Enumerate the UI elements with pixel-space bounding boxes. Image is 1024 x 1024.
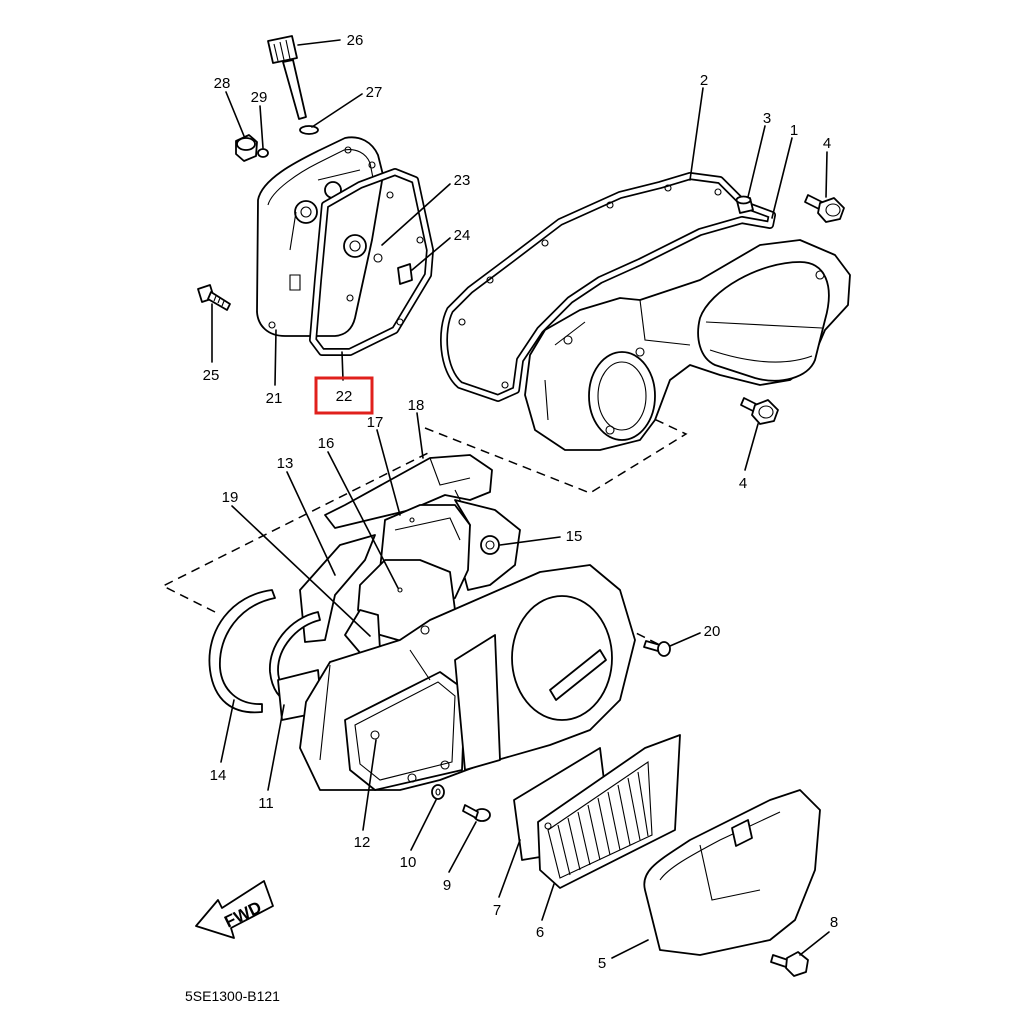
callout-14: 14 bbox=[210, 767, 227, 784]
part-10-washer bbox=[431, 784, 445, 800]
callout-25: 25 bbox=[203, 367, 220, 384]
leader-26 bbox=[297, 39, 341, 46]
leader-14 bbox=[220, 699, 235, 763]
alignment-dashed-line-lower bbox=[161, 451, 431, 613]
leader-9 bbox=[448, 821, 477, 873]
leader-16 bbox=[327, 451, 399, 589]
drawing-code: 5SE1300-B121 bbox=[185, 988, 280, 1004]
part-29-washer bbox=[257, 148, 269, 158]
callout-29: 29 bbox=[251, 89, 268, 106]
leader-11 bbox=[267, 704, 285, 791]
leader-22 bbox=[341, 351, 344, 381]
callout-3: 3 bbox=[763, 110, 771, 127]
alignment-dashed-line-upper bbox=[424, 417, 688, 494]
callout-28: 28 bbox=[214, 75, 231, 92]
part-20-screw bbox=[643, 640, 671, 657]
part-4-bolt-top bbox=[804, 194, 845, 223]
forward-direction-arrow: FWD bbox=[195, 880, 274, 939]
part-14-seal-ring bbox=[208, 589, 276, 714]
leader-1 bbox=[771, 137, 793, 219]
leader-18 bbox=[416, 412, 424, 459]
callout-13: 13 bbox=[277, 455, 294, 472]
callout-15: 15 bbox=[566, 528, 583, 545]
callout-labels: 26 27 28 29 23 24 25 21 22 2 3 1 4 4 18 … bbox=[203, 32, 839, 972]
callout-24: 24 bbox=[454, 227, 471, 244]
part-26-dipstick bbox=[267, 35, 307, 120]
part-8-screw bbox=[770, 951, 809, 977]
part-9-screw bbox=[462, 804, 491, 822]
leader-3 bbox=[747, 125, 766, 198]
leader-4-top bbox=[825, 151, 828, 198]
alignment-dashed-line-screw bbox=[609, 619, 661, 646]
callout-23: 23 bbox=[454, 172, 471, 189]
leader-20 bbox=[669, 632, 701, 647]
part-3-dowel-pin bbox=[735, 195, 754, 214]
leader-13 bbox=[286, 471, 336, 576]
callout-26: 26 bbox=[347, 32, 364, 49]
part-12-air-cleaner-case bbox=[299, 564, 636, 791]
callout-17: 17 bbox=[367, 414, 384, 431]
callout-19: 19 bbox=[222, 489, 239, 506]
callout-11: 11 bbox=[258, 795, 274, 812]
callout-16: 16 bbox=[318, 435, 335, 452]
callout-20: 20 bbox=[704, 623, 721, 640]
callout-22: 22 bbox=[336, 388, 353, 405]
leader-15 bbox=[499, 536, 561, 546]
callout-27: 27 bbox=[366, 84, 383, 101]
part-25-bolt bbox=[197, 284, 231, 311]
leader-7 bbox=[498, 839, 521, 898]
callout-5: 5 bbox=[598, 955, 606, 972]
leader-6 bbox=[541, 883, 555, 921]
leader-lines bbox=[211, 39, 830, 959]
leader-5 bbox=[611, 939, 649, 959]
leader-24 bbox=[411, 237, 451, 271]
callout-21: 21 bbox=[266, 390, 283, 407]
leader-17 bbox=[376, 429, 401, 516]
callout-12: 12 bbox=[354, 834, 371, 851]
leader-23 bbox=[381, 183, 451, 246]
callout-6: 6 bbox=[536, 924, 544, 941]
callout-4-bottom: 4 bbox=[739, 475, 747, 492]
part-2-gasket bbox=[440, 172, 776, 402]
part-27-o-ring bbox=[299, 125, 319, 135]
leader-21 bbox=[274, 329, 277, 386]
leader-29 bbox=[259, 105, 264, 149]
callout-1: 1 bbox=[790, 122, 798, 139]
leader-10 bbox=[410, 799, 437, 851]
callout-4-top: 4 bbox=[823, 135, 831, 152]
leader-19 bbox=[231, 505, 371, 637]
leader-28 bbox=[225, 91, 245, 137]
part-28-drain-plug bbox=[235, 134, 258, 162]
leader-27 bbox=[311, 93, 363, 128]
part-4-bolt-bottom bbox=[740, 397, 779, 425]
callout-7: 7 bbox=[493, 902, 501, 919]
callout-9: 9 bbox=[443, 877, 451, 894]
leader-8 bbox=[799, 931, 830, 956]
leader-4-bottom bbox=[744, 423, 759, 471]
callout-8: 8 bbox=[830, 914, 838, 931]
part-22-gasket bbox=[309, 168, 434, 356]
callout-22-highlight-box bbox=[314, 376, 374, 415]
callout-18: 18 bbox=[408, 397, 425, 414]
part-6-filter-element bbox=[537, 734, 681, 889]
callout-2: 2 bbox=[700, 72, 708, 89]
leader-12 bbox=[362, 739, 377, 831]
leader-2 bbox=[689, 87, 704, 181]
part-5-filter-cover bbox=[643, 789, 821, 956]
part-1-crankcase-cover bbox=[524, 239, 851, 451]
callout-10: 10 bbox=[400, 854, 417, 871]
